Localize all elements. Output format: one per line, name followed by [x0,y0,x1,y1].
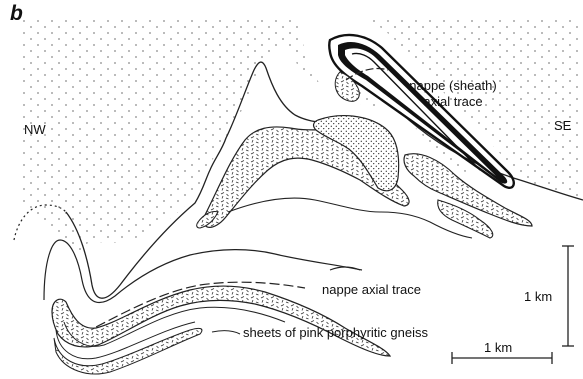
horizontal-scale-label: 1 km [484,340,512,355]
sheath-label-line2: axial trace [398,94,508,109]
panel-label: b [10,2,23,26]
nappe-axial-trace-label: nappe axial trace [322,282,421,297]
vertical-scale-bar [562,246,574,346]
se-label: SE [554,118,571,133]
nw-label: NW [24,122,46,137]
vertical-scale-label: 1 km [524,289,552,304]
gneiss-label-pointer [212,331,240,334]
sheath-label-line1: nappe (sheath) [398,78,508,93]
gneiss-label: sheets of pink porphyritic gneiss [243,325,428,340]
